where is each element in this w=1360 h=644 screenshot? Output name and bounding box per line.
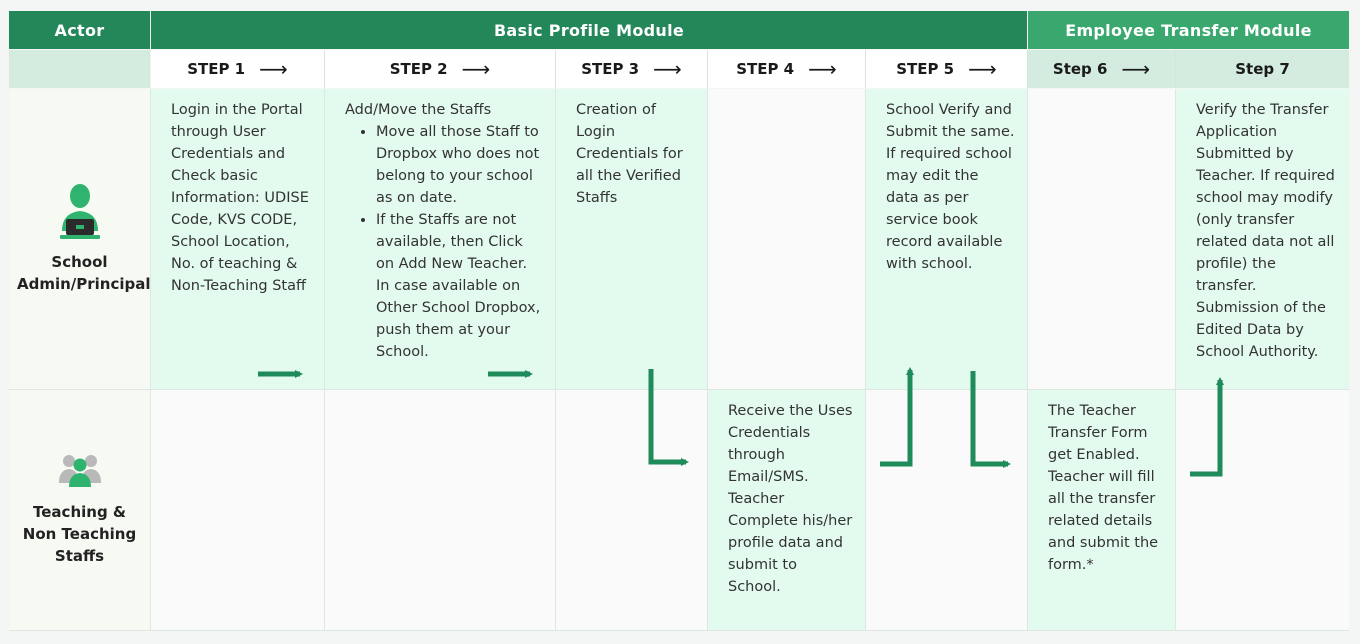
- staff-group-icon: [58, 455, 101, 487]
- step-6-label: Step 6: [1052, 60, 1108, 78]
- step-3-label: STEP 3: [581, 60, 640, 78]
- staff-step-4-cell: Receive the Uses Credentials through Ema…: [708, 390, 866, 631]
- school-step-1-cell: Login in the Portal through User Credent…: [151, 89, 325, 390]
- step-2-header: STEP 2 ⟶: [325, 50, 556, 88]
- staff-step-7-cell: [1176, 390, 1349, 631]
- school-step-4-cell: [708, 89, 866, 390]
- right-arrow-icon: ⟶: [461, 57, 491, 81]
- step-4-description: Receive the Uses Credentials through Ema…: [728, 403, 853, 595]
- step-5-header: STEP 5 ⟶: [866, 50, 1028, 88]
- school-step-2-cell: Add/Move the Staffs Move all those Staff…: [325, 89, 556, 390]
- staff-step-6-cell: The Teacher Transfer Form get Enabled. T…: [1028, 390, 1176, 631]
- school-step-7-cell: Verify the Transfer Application Submitte…: [1176, 89, 1349, 390]
- step-1-description: Login in the Portal through User Credent…: [171, 102, 309, 294]
- step-3-description: Creation of Login Credentials for all th…: [576, 102, 683, 206]
- school-step-5-cell: School Verify and Submit the same. If re…: [866, 89, 1028, 390]
- step-1-label: STEP 1: [187, 60, 246, 78]
- right-arrow-icon: ⟶: [653, 57, 682, 81]
- school-step-6-cell: [1028, 89, 1176, 390]
- step-6-description: The Teacher Transfer Form get Enabled. T…: [1048, 403, 1159, 573]
- step-7-header: Step 7: [1176, 50, 1349, 88]
- staff-step-1-cell: [151, 390, 325, 631]
- step-5-description: School Verify and Submit the same. If re…: [886, 102, 1015, 272]
- employee-transfer-module-header: Employee Transfer Module: [1028, 11, 1349, 49]
- actor-teaching-staff: Teaching & Non Teaching Staffs: [9, 390, 151, 631]
- step-4-label: STEP 4: [736, 60, 795, 78]
- step-2-label: STEP 2: [389, 60, 448, 78]
- staff-step-5-cell: [866, 390, 1028, 631]
- step-1-header: STEP 1 ⟶: [151, 50, 325, 88]
- step-2-title: Add/Move the Staffs: [345, 102, 492, 118]
- step-7-description: Verify the Transfer Application Submitte…: [1196, 102, 1335, 360]
- step-6-header: Step 6 ⟶: [1028, 50, 1176, 88]
- step-2-bullet: Move all those Staff to Dropbox who does…: [376, 121, 543, 209]
- staff-step-3-cell: [556, 390, 708, 631]
- actor-school-admin: School Admin/Principal: [9, 89, 151, 390]
- school-step-3-cell: Creation of Login Credentials for all th…: [556, 89, 708, 390]
- staff-step-2-cell: [325, 390, 556, 631]
- school-admin-icon: [59, 184, 100, 239]
- actor-header: Actor: [9, 11, 150, 49]
- basic-profile-module-header: Basic Profile Module: [151, 11, 1027, 49]
- step-3-header: STEP 3 ⟶: [556, 50, 708, 88]
- step-5-label: STEP 5: [896, 60, 955, 78]
- actor-staff-label: Teaching & Non Teaching Staffs: [22, 503, 137, 565]
- steps-row-spacer: [9, 50, 150, 88]
- right-arrow-icon: ⟶: [259, 57, 288, 81]
- step-2-bullet: If the Staffs are not available, then Cl…: [376, 209, 543, 363]
- step-4-header: STEP 4 ⟶: [708, 50, 866, 88]
- actor-school-label: School Admin/Principal: [17, 253, 151, 293]
- right-arrow-icon: ⟶: [808, 57, 837, 81]
- step-7-label: Step 7: [1235, 60, 1290, 78]
- right-arrow-icon: ⟶: [968, 57, 997, 81]
- right-arrow-icon: ⟶: [1121, 57, 1151, 81]
